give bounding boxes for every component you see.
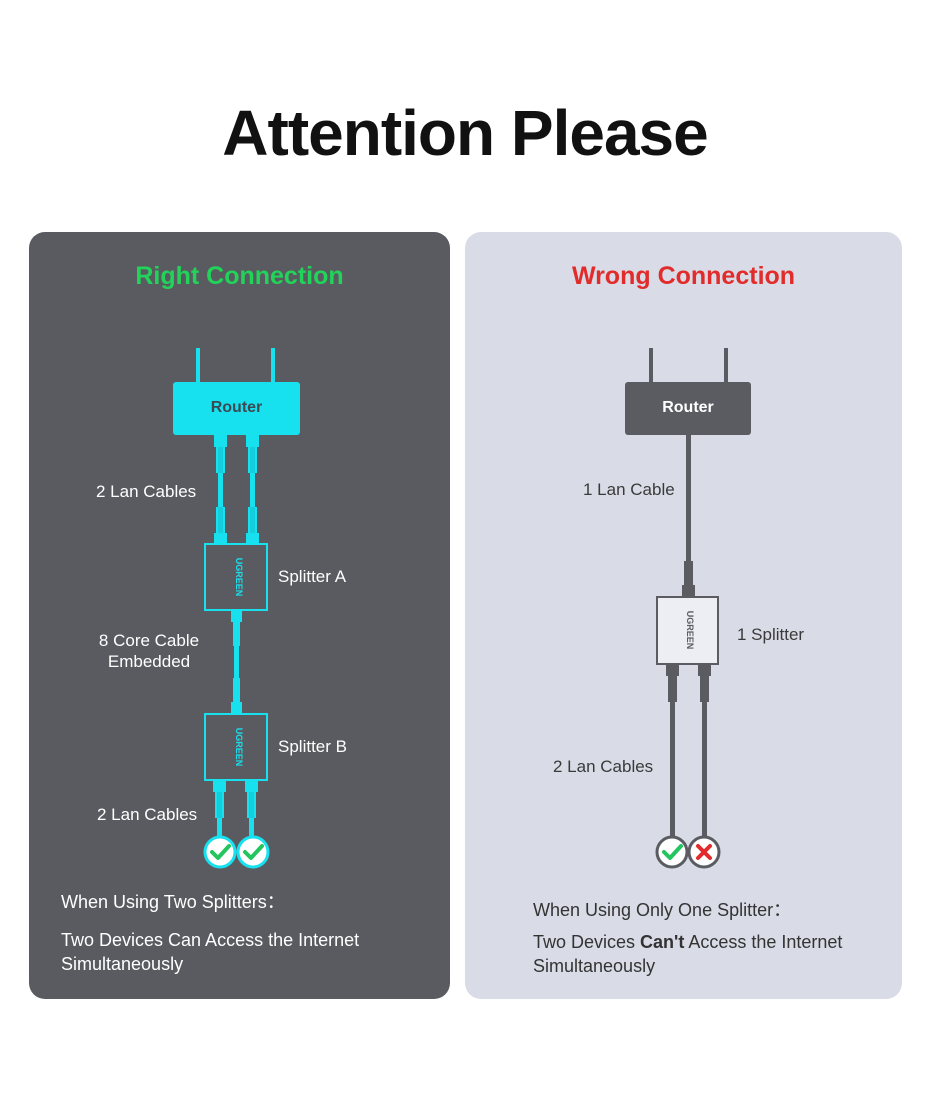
check-icon: [236, 835, 270, 869]
splitter-a-brand: UGREEN: [234, 558, 244, 597]
wrong-note-post: Access the Internet: [684, 932, 843, 952]
right-note-body: Two Devices Can Access the Internet Simu…: [61, 930, 360, 974]
splitter-label: 1 Splitter: [737, 625, 805, 644]
splitter-b-brand: UGREEN: [234, 728, 244, 767]
splitter-a-label: Splitter A: [278, 567, 347, 586]
splitter-b-label: Splitter B: [278, 737, 347, 756]
bottom-cables-label: 2 Lan Cables: [553, 757, 654, 776]
wrong-connection-diagram: UGREEN: [625, 348, 751, 869]
bottom-cables-label: 2 Lan Cables: [97, 805, 198, 824]
lan-cable-bottom-right: [698, 664, 711, 837]
wrong-note-body: Two Devices Can't Access the Internet Si…: [533, 930, 893, 978]
top-cable-label: 1 Lan Cable: [583, 480, 675, 499]
wrong-note-pre: Two Devices: [533, 932, 641, 952]
right-note-title: When Using Two Splitters：: [61, 892, 285, 912]
right-connection-heading: Right Connection: [135, 262, 344, 290]
lan-cable-left: [214, 435, 227, 545]
wrong-connection-heading: Wrong Connection: [571, 262, 796, 290]
router-antenna-right: [724, 348, 728, 382]
check-icon: [655, 835, 689, 869]
right-connection-panel: UGREEN UGREEN: [29, 232, 450, 999]
splitter-box: [656, 596, 719, 665]
router-box: [173, 382, 300, 435]
core-cable: [231, 610, 242, 714]
top-lan-cables: [214, 435, 259, 545]
top-lan-cable: [682, 435, 695, 597]
bottom-lan-cables: [666, 664, 711, 837]
router-antenna-right: [271, 348, 275, 382]
core-cable-label: 8 Core Cable Embedded: [98, 631, 200, 671]
router-label: Router: [210, 399, 263, 416]
router-label: Router: [662, 399, 714, 416]
check-icon: [203, 835, 237, 869]
lan-cable-bottom-left: [666, 664, 679, 837]
wrong-note-tail: Simultaneously: [533, 956, 656, 976]
right-connection-diagram: UGREEN UGREEN: [173, 348, 300, 869]
bottom-lan-cables: [213, 780, 258, 837]
wrong-connection-panel: UGREEN Wrong Connection Router 1 Lan C: [465, 232, 902, 999]
cross-icon: [687, 835, 721, 869]
router-box: [625, 382, 751, 435]
lan-cable-right: [246, 435, 259, 545]
top-cables-label: 2 Lan Cables: [96, 482, 197, 501]
splitter-b-box: [204, 713, 268, 781]
page-title: Attention Please: [222, 97, 708, 169]
router-antenna-left: [196, 348, 200, 382]
wrong-note-strong: Can't: [640, 932, 685, 952]
lan-cable-bottom-left: [213, 780, 226, 837]
router-antenna-left: [649, 348, 653, 382]
wrong-note-title: When Using Only One Splitter：: [533, 900, 792, 920]
lan-cable-bottom-right: [245, 780, 258, 837]
splitter-brand: UGREEN: [685, 611, 695, 650]
